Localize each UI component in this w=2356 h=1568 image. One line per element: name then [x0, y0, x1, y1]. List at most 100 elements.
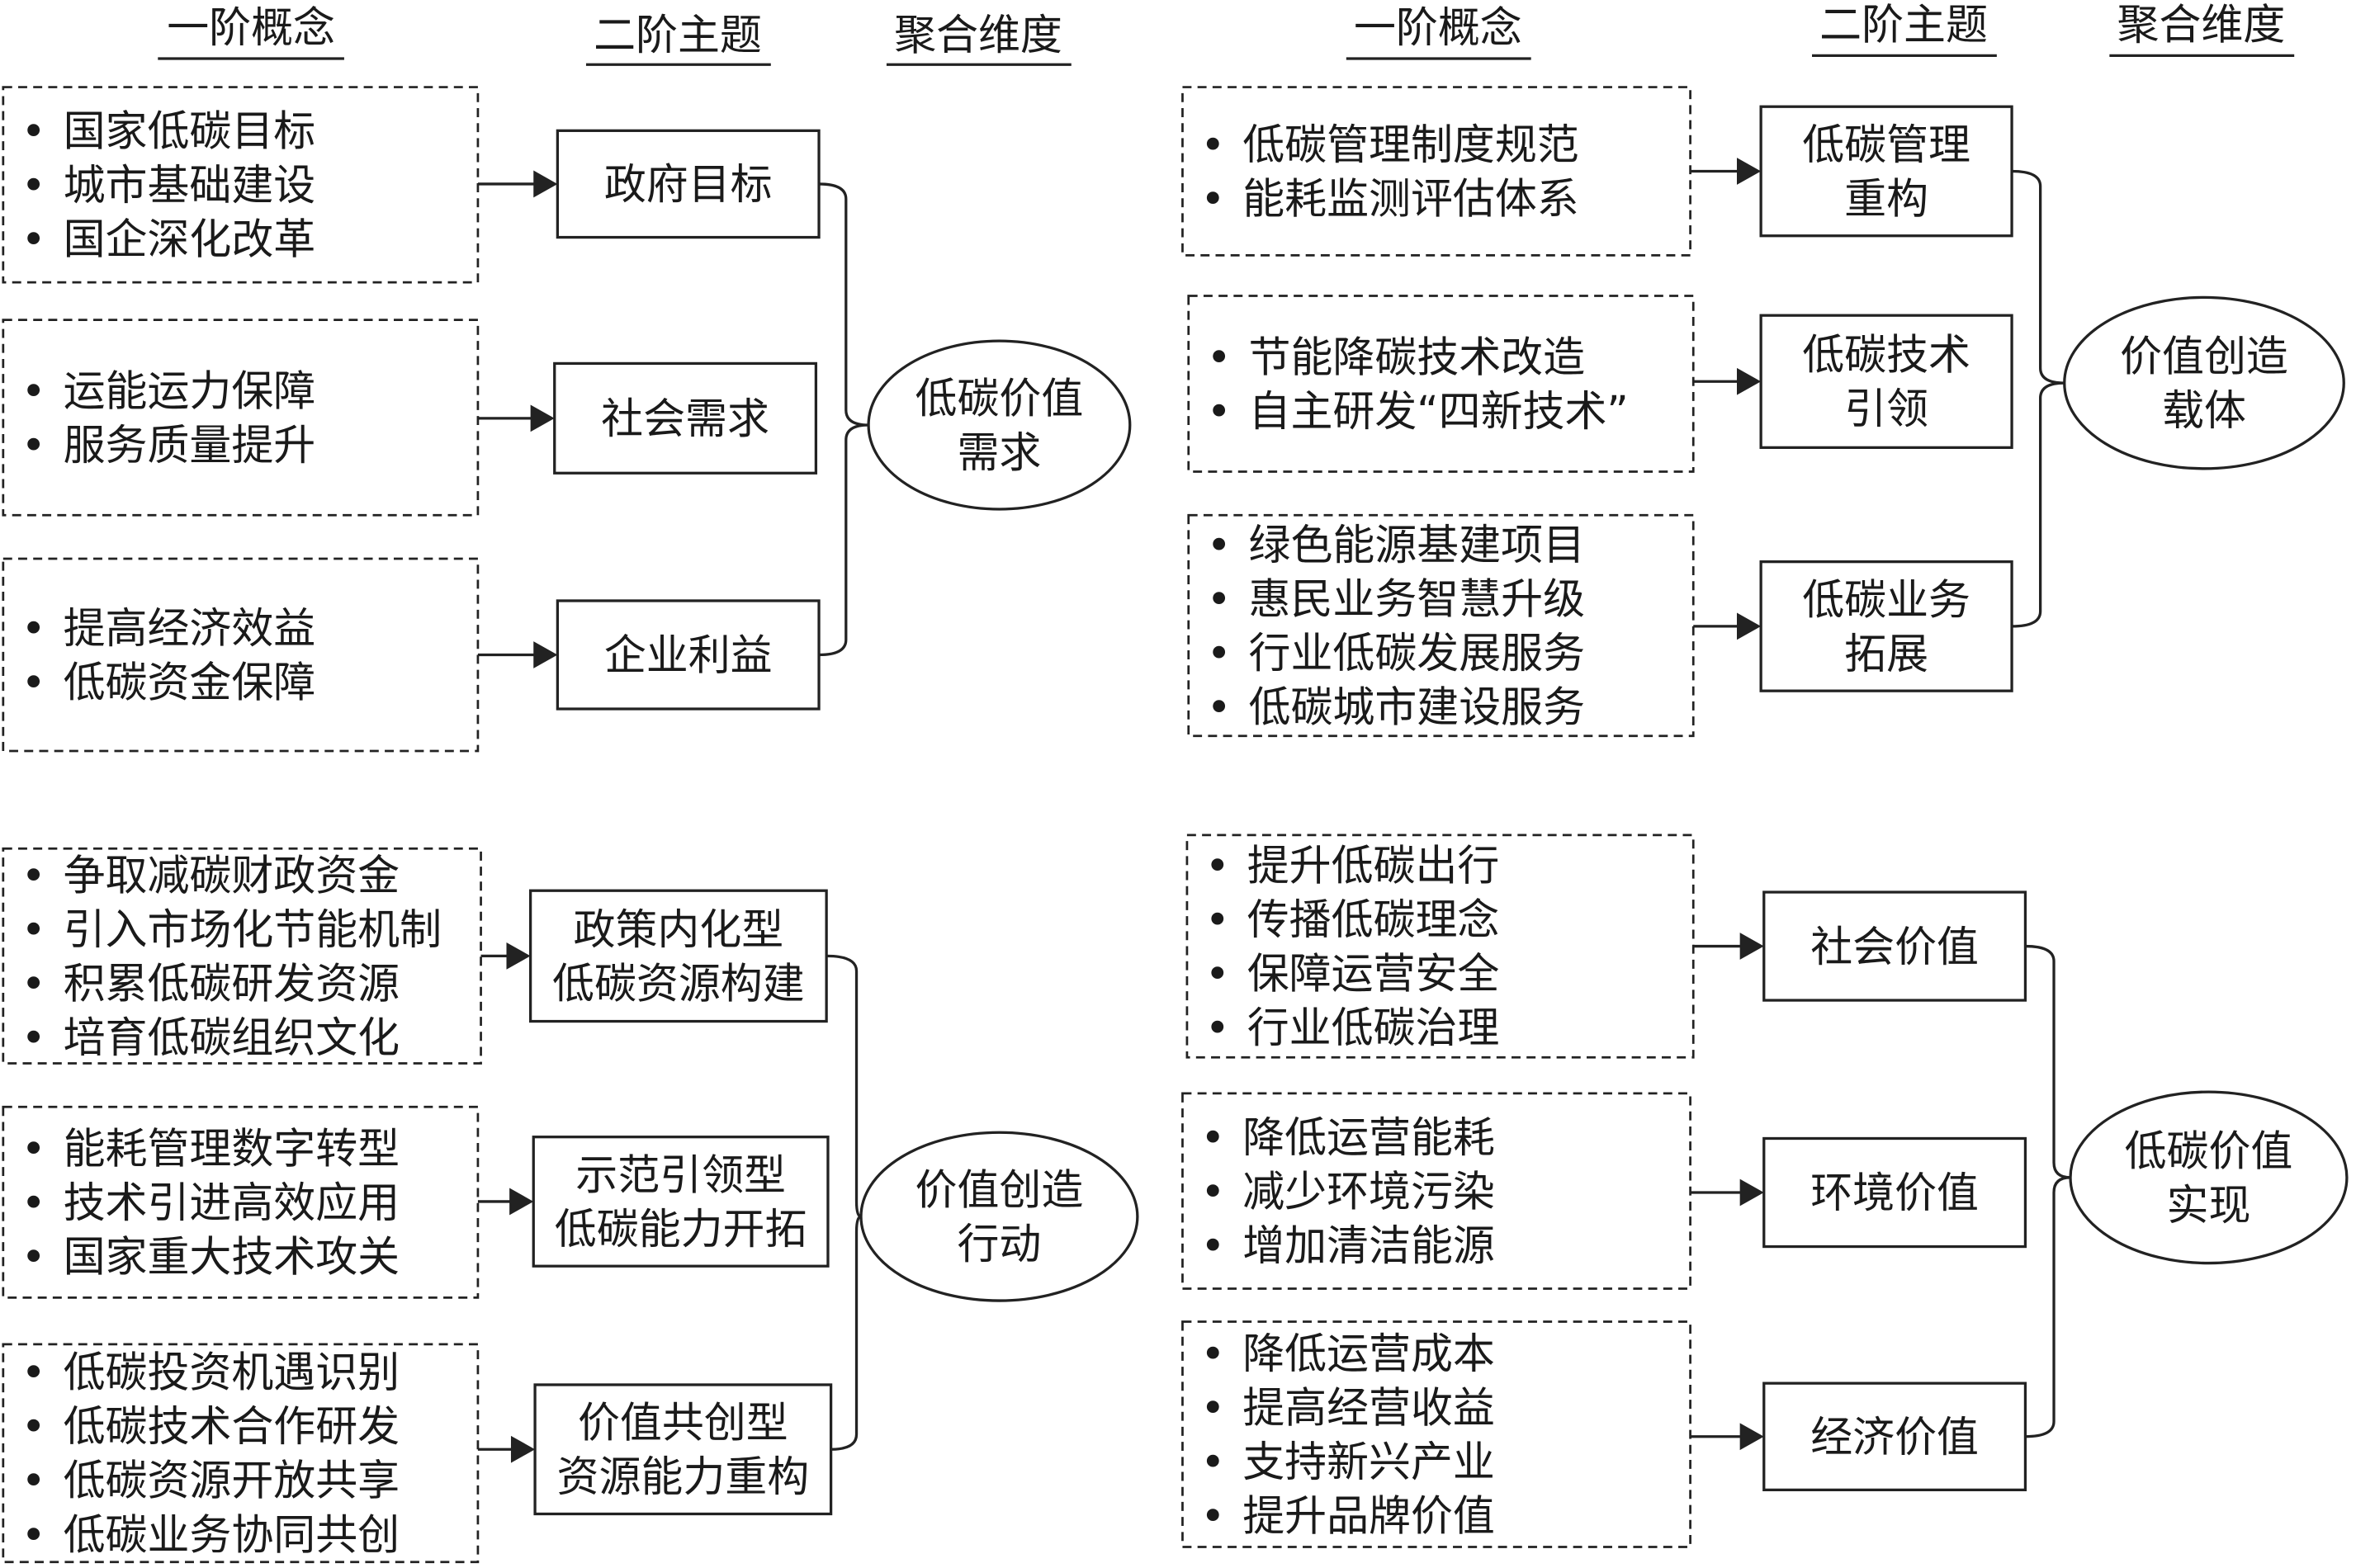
concept-box — [1187, 513, 1695, 738]
first-order-concept: 节能降碳技术改造 — [1249, 333, 1586, 382]
concept-box — [2, 847, 482, 1065]
concept-box — [1181, 1320, 1691, 1548]
aggregate-dimension-ellipse — [2063, 295, 2345, 470]
concept-box — [2, 319, 480, 517]
second-order-theme-box — [528, 889, 828, 1023]
header-second-order: 二阶主题 — [594, 12, 762, 60]
bullet-icon: • — [21, 1349, 46, 1398]
arrow-head-icon — [1739, 1178, 1764, 1207]
bullet-icon: • — [1205, 1004, 1230, 1053]
concept-box — [1181, 86, 1691, 257]
first-order-concept: 低碳资源开放共享 — [64, 1457, 400, 1506]
second-order-theme: 示范引领型 — [575, 1151, 786, 1200]
second-order-theme: 社会需求 — [601, 395, 769, 444]
bullet-icon: • — [21, 659, 46, 707]
first-order-concept: 低碳技术合作研发 — [64, 1403, 400, 1452]
bullet-icon: • — [21, 852, 46, 900]
first-order-concept: 减少环境污染 — [1242, 1168, 1495, 1216]
bullet-icon: • — [21, 960, 46, 1008]
second-order-theme: 环境价值 — [1810, 1169, 1979, 1218]
first-order-concept: 惠民业务智慧升级 — [1249, 575, 1586, 624]
bullet-icon: • — [21, 108, 46, 157]
bullet-icon: • — [21, 1403, 46, 1452]
first-order-concept: 技术引进高效应用 — [64, 1179, 400, 1228]
bullet-icon: • — [1207, 683, 1232, 732]
second-order-theme-box — [533, 1383, 833, 1516]
bullet-icon: • — [21, 162, 46, 210]
bracket-connector — [819, 182, 869, 657]
bullet-icon: • — [1200, 121, 1225, 170]
second-order-theme-box — [1762, 890, 2027, 1002]
bracket-connector — [2012, 169, 2065, 628]
bullet-icon: • — [21, 1457, 46, 1506]
first-order-concept: 低碳投资机遇识别 — [64, 1349, 400, 1398]
arrow-head-icon — [1737, 158, 1762, 185]
first-order-concept: 自主研发“四新技术” — [1249, 388, 1629, 437]
first-order-concept: 提升品牌价值 — [1242, 1493, 1495, 1542]
header-right: 一阶概念 二阶主题 聚合维度 — [1346, 1, 2295, 60]
header-aggregate: 聚合维度 — [2117, 1, 2285, 50]
bullet-icon: • — [21, 367, 46, 416]
arrow-head-icon — [1739, 1423, 1764, 1451]
concept-box — [2, 1105, 480, 1299]
second-order-theme-box — [1759, 314, 2013, 449]
arrow-head-icon — [509, 1188, 534, 1216]
aggregate-dimension-label: 需求 — [957, 429, 1041, 478]
arrow-head-icon — [1739, 933, 1764, 960]
arrow-head-icon — [1737, 367, 1762, 395]
first-order-concept: 提高经营收益 — [1242, 1384, 1495, 1433]
bullet-icon: • — [1200, 1330, 1225, 1379]
header-first-order: 一阶概念 — [1354, 4, 1522, 53]
bullet-icon: • — [1205, 896, 1230, 945]
concept-box — [1187, 295, 1695, 473]
first-order-concept: 培育低碳组织文化 — [64, 1014, 400, 1063]
concept-group: •绿色能源基建项目•惠民业务智慧升级•行业低碳发展服务•低碳城市建设服务低碳业务… — [1187, 513, 2013, 738]
bullet-icon: • — [21, 1179, 46, 1228]
first-order-concept: 增加清洁能源 — [1242, 1222, 1495, 1271]
second-order-theme-box — [1759, 105, 2013, 238]
bullet-icon: • — [21, 1014, 46, 1063]
bullet-icon: • — [1200, 1493, 1225, 1542]
second-order-theme: 低碳资源构建 — [552, 960, 805, 1008]
second-order-theme: 经济价值 — [1810, 1414, 1979, 1462]
first-order-concept: 国家重大技术攻关 — [64, 1234, 400, 1282]
bullet-icon: • — [1207, 333, 1232, 382]
second-order-theme: 低碳管理 — [1802, 121, 1970, 170]
bullet-icon: • — [21, 1511, 46, 1560]
bullet-icon: • — [1200, 1222, 1225, 1271]
concept-group: •低碳投资机遇识别•低碳技术合作研发•低碳资源开放共享•低碳业务协同共创价值共创… — [2, 1343, 833, 1564]
second-order-theme: 价值共创型 — [578, 1400, 788, 1448]
arrow-head-icon — [533, 641, 558, 668]
first-order-concept: 行业低碳治理 — [1247, 1004, 1500, 1053]
first-order-concept: 降低运营能耗 — [1242, 1114, 1495, 1163]
first-order-concept: 提高经济效益 — [64, 605, 316, 654]
header-second-order: 二阶主题 — [1819, 1, 1988, 50]
second-order-theme: 政府目标 — [604, 161, 773, 210]
first-order-concept: 能耗管理数字转型 — [64, 1126, 400, 1174]
bullet-icon: • — [21, 422, 46, 470]
bullet-icon: • — [1200, 1438, 1225, 1487]
second-order-theme: 引领 — [1844, 385, 1928, 434]
first-order-concept: 传播低碳理念 — [1247, 896, 1500, 945]
bullet-icon: • — [1205, 951, 1230, 999]
aggregate-dimension-label: 低碳价值 — [2125, 1127, 2293, 1176]
concept-box — [2, 557, 480, 753]
arrow-head-icon — [506, 942, 531, 970]
aggregate-dimension-label: 载体 — [2162, 387, 2246, 436]
first-order-concept: 保障运营安全 — [1247, 951, 1500, 999]
arrow-head-icon — [533, 170, 558, 198]
second-order-theme: 拓展 — [1844, 631, 1928, 679]
first-order-concept: 服务质量提升 — [64, 422, 316, 470]
header-first-order: 一阶概念 — [167, 4, 335, 53]
first-order-concept: 引入市场化节能机制 — [64, 906, 442, 955]
first-order-concept: 能耗监测评估体系 — [1242, 175, 1579, 224]
aggregate-dimension-label: 实现 — [2167, 1182, 2251, 1230]
aggregate-dimension-label: 价值创造 — [915, 1167, 1084, 1216]
second-order-theme: 企业利益 — [604, 632, 773, 681]
